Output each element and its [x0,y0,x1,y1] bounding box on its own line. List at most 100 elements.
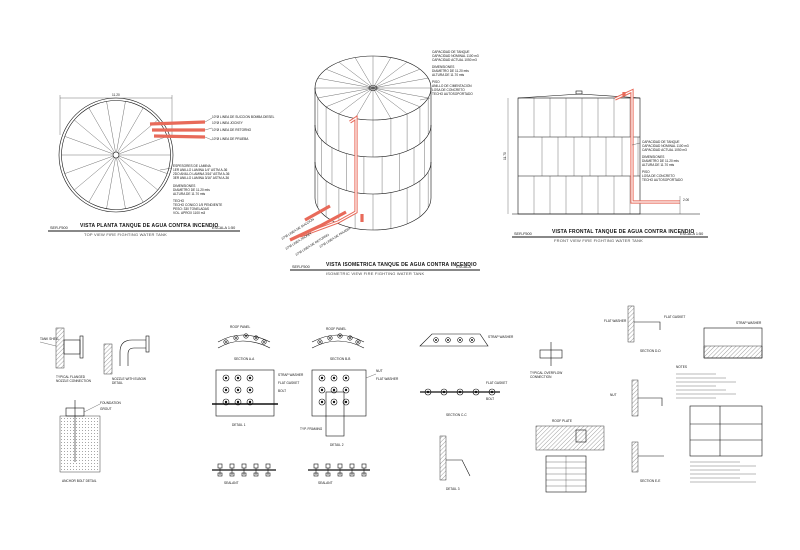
d1-title: TYPICAL FLANGED [56,375,86,379]
plan-spec-line: VOL. APROX 1100 m3 [173,211,205,215]
front-info-line: CAPACIDAD NOMINAL 1100 m3 [642,144,689,148]
front-dim-height-text: 11.70 [503,152,507,160]
iso-rafter-line [338,61,374,89]
detail-group-ring: STRAP WASHER FLAT GASKET BOLT SECTION C-… [419,333,514,491]
d2-flange [145,335,150,353]
plan-code-right: ESCALA 1:50 [212,226,235,230]
iso-pipe-3 [304,204,331,222]
d5-bolts [317,333,361,345]
plan-pipe-label-2: 10"Ø LINEA JOCKEY [212,121,244,125]
d2-subtitle: DETAIL [112,381,123,385]
d5-grid-bolt-center [344,400,348,404]
d4-bolts [223,333,267,345]
plan-rafter-line [74,119,114,154]
d13-title: SECTION E-E [640,479,660,483]
d4-grid-bolt-center [248,400,252,404]
iso-pipe-2 [289,210,347,242]
d4-section-bolt-nut [229,472,235,477]
iso-ring-2 [314,161,432,195]
d11-label-washer: FLAT WASHER [604,319,627,323]
d4-label-gasket: FLAT GASKET [278,381,299,385]
plan-spec-line: 1ER ANILLO LAMINA 1/4" ASTM A-36 [173,168,228,172]
iso-rafter-line [372,61,408,89]
d5-section-bolt-head [349,463,355,469]
d5-label-washer: FLAT WASHER [376,377,399,381]
plan-rafter-line [116,101,126,153]
d4-section-bolt-head [241,463,247,469]
d10-table-rows [546,456,586,492]
plan-pipe-label-1: 10"Ø LINEA DE SUCCION BOMBA DIESEL [212,115,275,119]
d7-label-gasket: FLAT GASKET [486,381,507,385]
d7-title: SECTION C-C [446,413,467,417]
d8-bracket [446,459,471,477]
plan-pipe-label-3: 10"Ø LINEA DE RETORNO [212,128,252,132]
d5-grid-bolts [318,374,350,406]
d4-grid-bolt [246,386,254,394]
d7-bolt [445,337,451,343]
iso-info-block: CAPACIDAD DE TANQUE CAPACIDAD NOMINAL 11… [432,50,479,96]
front-info-line: ALTURA DE 11.70 mts [642,163,675,167]
d8-title: DETAIL 3 [446,487,460,491]
d13-shell [631,441,639,473]
d4-bolt [233,335,239,341]
iso-rafter-line [354,87,374,119]
plan-spec-line: TECHO CONICO 1/5 PENDIENTE [173,203,222,207]
d7-label-strap: STRAP WASHER [488,335,514,339]
d1-subtitle: NOZZLE CONNECTION [56,379,92,383]
plan-view-subtitle: TOP VIEW FIRE FIGHTING WATER TANK [84,232,167,237]
iso-rafter-line [372,77,429,89]
d12-title: NOTES [676,365,687,369]
d5-leader [365,373,377,379]
plan-leader-1 [204,117,213,123]
iso-rafter-line [338,87,374,115]
d4-label-strap: STRAP WASHER [278,373,304,377]
d5-grid-bolt-center [320,400,324,404]
d9-subtitle: CONNECTION [530,375,552,379]
d5-section-bolt-nut [313,472,319,477]
d4-bolt-center [235,337,237,339]
plan-spec-block: ESPESORES DE LAMINA 1ER ANILLO LAMINA 1/… [173,164,230,215]
iso-roof-rafters [315,56,431,120]
d4b-title: SECTION A-A [234,357,255,361]
d5-bolt [327,335,333,341]
plan-rafter-line [106,157,116,209]
d4-title: DETAIL 1 [232,423,246,427]
d4-grid-bolts [222,374,254,406]
d7-bolt-center [447,339,449,341]
d4-grid-bolt [246,374,254,382]
d4-grid-bolt-center [236,388,240,392]
iso-code-left: SER-F500 [292,265,310,269]
iso-info-line: DIAMETRO DE 11.20 mts [432,69,469,73]
iso-code-right: ESCALA [456,265,471,269]
front-code-left: SER-F500 [514,232,532,236]
d3-leader [83,403,101,413]
d4-grid-bolt [234,398,242,406]
d5-section-bolt-nut [325,472,331,477]
plan-pipe-label-4: 10"Ø LINEA DE PRUEBA [212,137,249,141]
d11-title: SECTION D-D [640,349,661,353]
d5-grid-bolt [318,374,326,382]
d7b-bolt [456,388,464,396]
d11-angle [634,321,661,330]
d4-grid-bolt [222,386,230,394]
d2-elbow-outer [119,339,146,366]
d5-section-bolt-head [361,463,367,469]
d1-nozzle [63,339,81,355]
plan-rafter-line [88,157,115,203]
d7-bolt-center [459,339,461,341]
iso-view-title: VISTA ISOMETRICA TANQUE DE AGUA CONTRA I… [326,262,477,268]
plan-rafter-line [118,156,158,191]
plan-spec-line: DIMENSIONES [173,184,195,188]
d4-grid-bolt-center [224,388,228,392]
d13-notes [690,461,756,483]
d4-grid-bolt [222,374,230,382]
plan-pipe-1 [149,120,206,126]
d7b-bolt-center [426,390,430,394]
d5-label-sealant: SEALANT [318,481,333,485]
iso-rafter-line [372,87,392,119]
d4-section-bolt-nut [241,472,247,477]
plan-rafter-line [64,136,114,155]
detail-group-nozzles: TANK SHELL TYPICAL FLANGED NOZZLE CONNEC… [39,327,150,483]
d5-grid-bolt-center [332,376,336,380]
plan-spec-line: TECHO [173,199,185,203]
